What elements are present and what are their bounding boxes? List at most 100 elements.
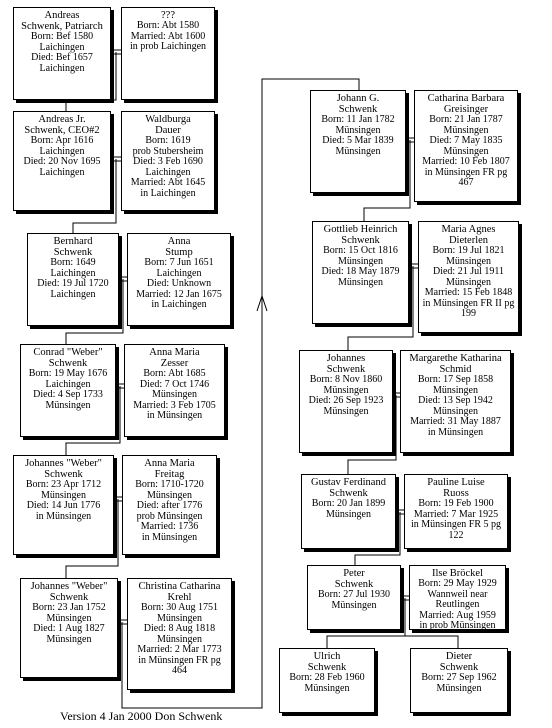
- person-detail: 464: [172, 665, 187, 676]
- person-detail: in Münsingen FR 5 pg: [410, 519, 501, 530]
- person-detail: 467: [458, 177, 474, 188]
- person-detail: Münsingen: [335, 145, 381, 157]
- person-detail: Münsingen: [157, 612, 202, 624]
- person-name: Schwenk: [439, 662, 479, 673]
- person-detail: Born: 17 Sep 1858: [417, 374, 494, 385]
- person-detail: Münsingen: [46, 612, 92, 624]
- descent-line: [326, 598, 406, 648]
- person-detail: Married: 15 Feb 1848: [424, 287, 513, 298]
- person-detail: Wannweil near: [427, 588, 488, 600]
- person-detail: Born: 1619: [145, 135, 191, 146]
- person-detail: Died: 14 Jun 1776: [26, 500, 101, 511]
- person-detail: in Laichingen: [140, 187, 196, 199]
- person-detail: Died: 4 Sep 1733: [33, 389, 103, 400]
- person-detail: Born: 29 May 1929: [418, 578, 497, 589]
- person-name: Schwenk, Patriarch: [21, 21, 103, 32]
- person-detail: Münsingen: [446, 255, 491, 267]
- person-detail: Münsingen: [323, 384, 369, 396]
- person-name: Dieterlen: [448, 235, 489, 246]
- person-name: Peter: [343, 568, 365, 579]
- person-name: Schwenk, CEO#2: [24, 125, 100, 136]
- person-name: Ulrich: [313, 651, 341, 662]
- person-detail: Died: Bef 1657: [31, 52, 93, 63]
- descent-line: [347, 266, 414, 350]
- person-detail: in prob Laichingen: [129, 41, 207, 52]
- person-detail: Münsingen: [326, 508, 371, 520]
- person-detail: Born: 8 Nov 1860: [309, 374, 383, 385]
- person-name: Johann G.: [336, 93, 380, 104]
- person-detail: Laichingen: [39, 62, 85, 74]
- person-detail: 199: [461, 308, 476, 319]
- person-name: Schwenk: [48, 358, 88, 369]
- person-name: Johannes "Weber": [25, 458, 102, 469]
- person-detail: Münsingen: [304, 682, 350, 694]
- person-detail: Born: Abt 1685: [143, 368, 206, 379]
- person-detail: Married: 2 Mar 1773: [137, 644, 222, 655]
- person-detail: Born: Abt 1580: [136, 20, 200, 31]
- person-name: Bernhard: [53, 236, 93, 247]
- person-detail: Born: 7 Jun 1651: [144, 257, 214, 268]
- person-name: Schmid: [439, 364, 472, 375]
- person-detail: Münsingen: [338, 255, 383, 267]
- person-detail: Münsingen: [446, 276, 491, 288]
- person-detail: Born: 23 Apr 1712: [25, 479, 102, 490]
- person-name: Schwenk: [329, 488, 368, 499]
- person-detail: in Münsingen: [35, 510, 92, 522]
- descent-line: [121, 78, 360, 709]
- person-name: Zesser: [160, 358, 189, 369]
- descent-line: [65, 499, 119, 578]
- person-detail: Born: 15 Oct 1816: [323, 245, 398, 256]
- person-detail: Died: after 1776: [136, 500, 203, 511]
- person-name: Conrad "Weber": [33, 347, 103, 358]
- person-detail: Married: 7 Mar 1925: [413, 508, 499, 520]
- descent-line: [347, 395, 397, 474]
- person-detail: prob Stubersheim: [132, 145, 204, 157]
- person-name: Schwenk: [49, 592, 89, 603]
- person-detail: Married: 1736: [140, 521, 199, 532]
- person-name: Ilse Bröckel: [431, 568, 484, 579]
- person-detail: Married: 31 May 1887: [410, 416, 501, 427]
- person-name: Krehl: [167, 592, 192, 603]
- person-detail: Died: 8 Aug 1818: [143, 623, 216, 634]
- person-name: Pauline Luise: [427, 477, 485, 488]
- person-detail: Münsingen: [335, 124, 381, 136]
- person-detail: Münsingen: [323, 405, 369, 417]
- person-detail: Died: 26 Sep 1923: [308, 395, 384, 406]
- person-detail: Born: 27 Sep 1962: [421, 672, 497, 683]
- person-detail: Münsingen: [338, 276, 383, 288]
- person-detail: Born: 11 Jan 1782: [321, 114, 395, 125]
- person-detail: Born: 1649: [50, 257, 96, 268]
- person-detail: in Münsingen FR II pg: [422, 297, 515, 309]
- person-name: Gottlieb Heinrich: [323, 224, 398, 235]
- person-name: Christina Catharina: [138, 581, 221, 592]
- person-detail: Münsingen: [436, 682, 482, 694]
- person-detail: Married: 3 Feb 1705: [133, 399, 216, 411]
- person-name: Schwenk: [341, 235, 380, 246]
- person-detail: Born: 20 Jan 1899: [311, 498, 386, 509]
- person-detail: Died: 13 Sep 1942: [418, 395, 493, 406]
- person-name: Freitag: [154, 469, 185, 480]
- person-detail: Born: 1710-1720: [135, 479, 204, 490]
- person-detail: Reutlingen: [435, 599, 480, 610]
- person-detail: Married: 12 Jan 1675: [136, 288, 222, 300]
- person-detail: Married: Aug 1959: [419, 609, 496, 621]
- person-detail: Münsingen: [46, 633, 92, 645]
- person-name: Schwenk: [326, 364, 366, 375]
- person-detail: Died: Unknown: [146, 278, 212, 289]
- person-detail: Born: Bef 1580: [30, 31, 94, 42]
